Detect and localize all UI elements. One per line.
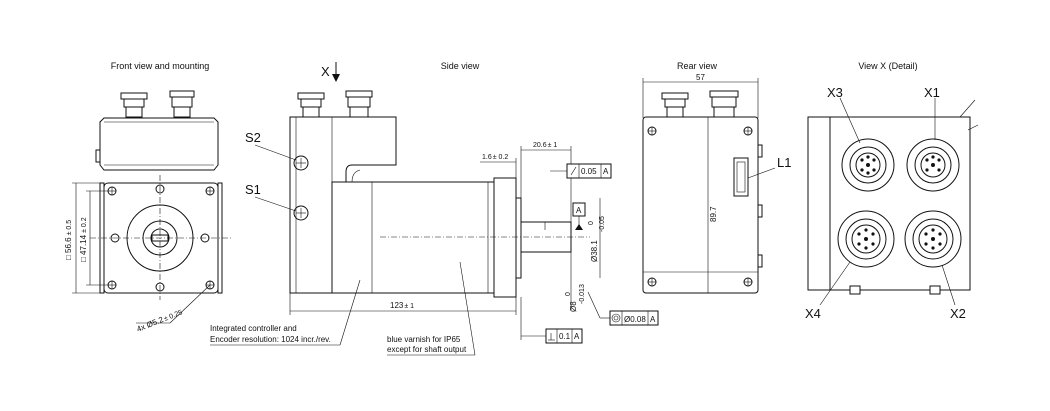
- svg-text:A: A: [603, 167, 609, 176]
- detail-view-title: View X (Detail): [858, 61, 917, 71]
- datum-a: A: [572, 202, 586, 230]
- svg-text:0.05: 0.05: [581, 167, 597, 176]
- dim-1-6: 1.6± 0.2: [482, 154, 508, 161]
- dim-20-6: 20.6± 1: [533, 142, 557, 149]
- concentricity-tolerance-frame: Ø0.08 A: [609, 310, 659, 326]
- x4-connector: [837, 210, 895, 268]
- side-flange: [493, 177, 517, 298]
- dim-holes: 4x Ø5.2± 0.25: [135, 307, 183, 334]
- front-connector-left: [120, 92, 148, 118]
- x3-connector: [841, 138, 895, 192]
- x2-connector: [904, 210, 962, 268]
- rear-connector-right: [709, 90, 739, 118]
- runout-tolerance-frame: 0.05 A: [566, 163, 612, 179]
- svg-text:-0.05: -0.05: [599, 216, 606, 232]
- rear-connector-left: [661, 92, 689, 118]
- note-varnish-line2: except for shaft output: [387, 345, 467, 354]
- svg-text:0.1: 0.1: [559, 332, 571, 341]
- front-connector-right: [169, 90, 195, 118]
- side-connector-right: [345, 90, 373, 118]
- dim-57: 57: [696, 73, 705, 82]
- s1-screw: [293, 205, 309, 221]
- l1-label: L1: [777, 155, 791, 170]
- rear-view-title: Rear view: [677, 61, 718, 71]
- s1-label: S1: [245, 182, 261, 197]
- perpendicularity-tolerance-frame: 0.1 A: [545, 328, 583, 344]
- detail-view: X3 X1 X4 X2: [805, 85, 979, 321]
- x2-label: X2: [950, 306, 966, 321]
- note-controller-line1: Integrated controller and: [210, 324, 297, 333]
- s2-label: S2: [245, 130, 261, 145]
- dim-123: 123± 1: [390, 301, 414, 310]
- side-motor-body: [331, 181, 495, 294]
- x1-connector: [906, 138, 960, 192]
- front-view-title: Front view and mounting: [111, 61, 210, 71]
- svg-text:-0.013: -0.013: [579, 284, 586, 304]
- dim-56-6: □ 56.6± 0.5: [64, 220, 73, 260]
- svg-text:0: 0: [565, 292, 572, 296]
- x4-label: X4: [805, 306, 821, 321]
- dim-47-14: □ 47.14± 0.2: [79, 217, 88, 262]
- dim-8: Ø8: [569, 301, 578, 312]
- dim-89-7: 89.7: [709, 206, 718, 222]
- s2-screw: [293, 155, 309, 171]
- front-controller-housing: [99, 117, 219, 171]
- front-view: □ 56.6± 0.5 □ 47.14± 0.2 4x Ø5.2± 0.25: [64, 90, 232, 334]
- note-controller-line2: Encoder resolution: 1024 incr./rev.: [210, 335, 331, 344]
- x-view-marker: X: [321, 64, 330, 79]
- svg-text:A: A: [576, 206, 582, 215]
- svg-text:Ø0.08: Ø0.08: [624, 315, 646, 324]
- dim-38-1: Ø38.1: [590, 240, 599, 262]
- side-view-title: Side view: [441, 61, 480, 71]
- side-connector-left: [297, 92, 325, 118]
- svg-text:A: A: [650, 315, 656, 324]
- x3-label: X3: [827, 85, 843, 100]
- rear-view: 57 L1 89.7: [642, 73, 791, 294]
- x1-label: X1: [924, 85, 940, 100]
- note-varnish-line1: blue varnish for IP65: [387, 335, 461, 344]
- svg-text:0: 0: [588, 221, 595, 225]
- side-view: X S2 S1: [210, 62, 659, 356]
- l1-indicator: [733, 157, 749, 197]
- svg-text:A: A: [574, 332, 580, 341]
- rear-housing: [642, 116, 759, 294]
